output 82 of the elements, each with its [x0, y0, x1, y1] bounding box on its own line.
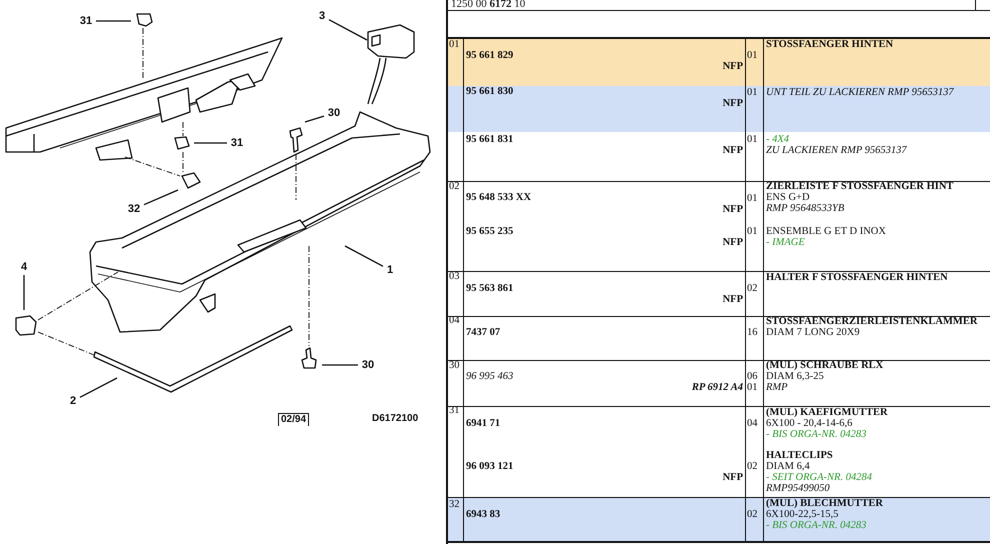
leader-line — [328, 19, 368, 41]
quantity: 16 — [747, 327, 758, 339]
quantity: 01 — [747, 87, 758, 99]
quantity: 06 — [747, 371, 758, 383]
item-number: 32 — [449, 499, 460, 511]
quantity: 04 — [747, 418, 758, 430]
part-description: ENSEMBLE G ET D INOX — [766, 226, 886, 238]
revision-date: 02/94 — [278, 413, 310, 426]
part-description: - BIS ORGA-NR. 04283 — [766, 429, 866, 441]
part-description: ZIERLEISTE F STOSSFAENGER HINT — [766, 181, 954, 193]
supply-code: NFP — [722, 145, 743, 157]
callout-number: 31 — [229, 137, 245, 149]
drawing-number: D6172100 — [372, 413, 418, 425]
part-description: HALTECLIPS — [766, 450, 833, 462]
item-number: 02 — [449, 181, 460, 193]
document-number: 1250 00 6172 10 — [451, 0, 526, 10]
item-number: 30 — [449, 360, 460, 372]
leader-line — [96, 20, 131, 22]
callout-number: 32 — [126, 203, 142, 215]
part-description: RMP95499050 — [766, 483, 830, 495]
supply-code: NFP — [722, 237, 743, 249]
part-description: (MUL) BLECHMUTTER — [766, 498, 883, 510]
part-number: 95 661 831 — [466, 134, 514, 146]
supply-code: NFP — [722, 61, 743, 73]
quantity: 01 — [747, 382, 758, 394]
part-number: 6943 83 — [466, 509, 500, 521]
part-number: 96 995 463 — [466, 371, 514, 383]
part-description: DIAM 6,3-25 — [766, 371, 824, 383]
part-description: HALTER F STOSSFAENGER HINTEN — [766, 272, 948, 284]
quantity: 02 — [747, 461, 758, 473]
part-number: 6941 71 — [466, 418, 500, 430]
part-number: 95 563 861 — [466, 283, 514, 295]
part-description: - 4X4 — [766, 134, 790, 146]
leader-line — [304, 115, 324, 123]
part-description: - IMAGE — [766, 237, 805, 249]
part-description: ENS G+D — [766, 192, 810, 204]
part-description: STOSSFAENGER HINTEN — [766, 39, 894, 51]
part-number: 7437 07 — [466, 327, 500, 339]
callout-number: 3 — [317, 10, 327, 22]
quantity: 01 — [747, 134, 758, 146]
part-description: UNT TEIL ZU LACKIEREN RMP 95653137 — [766, 87, 954, 99]
callout-number: 30 — [326, 107, 342, 119]
part-number: 96 093 121 — [466, 461, 514, 473]
part-description: STOSSFAENGERZIERLEISTENKLAMMER — [766, 316, 978, 328]
part-number: 95 661 829 — [466, 50, 514, 62]
part-description: - SEIT ORGA-NR. 04284 — [766, 472, 872, 484]
part-description: RMP — [766, 382, 788, 394]
supply-code: NFP — [722, 98, 743, 110]
part-number: 95 648 533 XX — [466, 192, 532, 204]
supply-code: NFP — [722, 204, 743, 216]
part-description: 6X100 - 20,4-14-6,6 — [766, 418, 852, 430]
part-description: DIAM 6,4 — [766, 461, 810, 473]
quantity: 01 — [747, 193, 758, 205]
leader-line — [23, 275, 25, 310]
callout-number: 4 — [19, 261, 29, 273]
leader-line — [144, 189, 178, 206]
part-number: 95 655 235 — [466, 226, 514, 238]
part-description: RMP 95648533YB — [766, 203, 844, 215]
leader-line — [322, 364, 358, 366]
leader-line — [194, 142, 227, 144]
part-description: DIAM 7 LONG 20X9 — [766, 327, 860, 339]
supply-code: RP 6912 A4 — [692, 382, 743, 394]
part-description: (MUL) SCHRAUBE RLX — [766, 360, 884, 372]
quantity: 02 — [747, 509, 758, 521]
quantity: 02 — [747, 283, 758, 295]
item-number: 01 — [449, 39, 460, 51]
leader-line — [344, 245, 384, 267]
callout-number: 30 — [360, 359, 376, 371]
supply-code: NFP — [722, 472, 743, 484]
callout-number: 31 — [78, 15, 94, 27]
part-number: 95 661 830 — [466, 86, 514, 98]
part-description: (MUL) KAEFIGMUTTER — [766, 407, 888, 419]
supply-code: NFP — [722, 294, 743, 306]
callout-number: 1 — [385, 264, 395, 276]
part-description: 6X100-22,5-15,5 — [766, 509, 838, 521]
callout-number: 2 — [68, 395, 78, 407]
quantity: 01 — [747, 226, 758, 238]
item-number: 03 — [449, 271, 460, 283]
part-description: ZU LACKIEREN RMP 95653137 — [766, 145, 907, 157]
quantity: 01 — [747, 50, 758, 62]
part-description: - BIS ORGA-NR. 04283 — [766, 520, 866, 532]
leader-line — [80, 377, 118, 398]
